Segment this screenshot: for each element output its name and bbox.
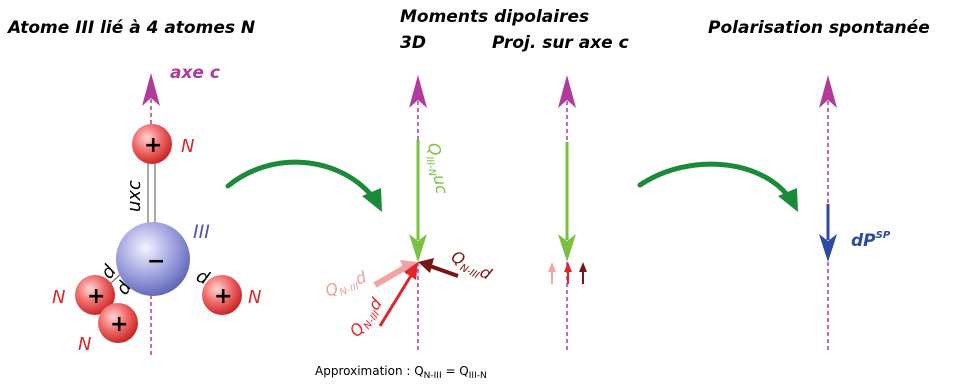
q-green-label: QIII-Nuc bbox=[421, 141, 452, 196]
plus-sign-top: + bbox=[144, 133, 162, 158]
title-left: Atome III lié à 4 atomes N bbox=[6, 18, 255, 38]
approximation-text: Approximation : QN-III = QIII-N bbox=[315, 364, 487, 381]
transition-arrow-2 bbox=[637, 161, 798, 212]
plus-sign-right: + bbox=[214, 284, 232, 309]
title-3d: 3D bbox=[400, 33, 426, 53]
n-label-front: N bbox=[78, 334, 91, 355]
c-axis-arrowhead bbox=[142, 73, 160, 106]
q-red-label: QN-IIId bbox=[346, 294, 389, 342]
q-red-arrow bbox=[378, 273, 414, 327]
middle-3d-panel: QIII-Nuc QN-IIId QN-IIId QN-IIId bbox=[322, 75, 495, 352]
n-atom-front bbox=[98, 303, 138, 343]
title-proj: Proj. sur axe c bbox=[492, 33, 629, 53]
plus-sign-left: + bbox=[87, 284, 105, 309]
n-atom-left bbox=[75, 275, 115, 315]
transition-arrow-1 bbox=[225, 159, 382, 212]
left-panel: axe c − III + N + N + N + N uxc d d d bbox=[52, 63, 261, 355]
c-axis-right-arrowhead bbox=[819, 75, 837, 108]
title-middle: Moments dipolaires bbox=[400, 7, 589, 27]
bond-label-uxc: uxc bbox=[124, 180, 145, 212]
n-label-top: N bbox=[181, 136, 194, 157]
c-axis-3d-arrowhead bbox=[409, 75, 427, 108]
n-atom-right bbox=[202, 275, 242, 315]
c-axis-proj-arrowhead bbox=[558, 75, 576, 108]
q-dark-arrow bbox=[429, 264, 459, 278]
axe-c-label: axe c bbox=[170, 63, 220, 83]
q-dark-label: QN-IIId bbox=[447, 247, 496, 287]
n-label-left: N bbox=[52, 287, 65, 308]
title-right: Polarisation spontanée bbox=[708, 18, 930, 38]
minus-sign: − bbox=[147, 249, 165, 274]
iii-atom bbox=[116, 222, 190, 296]
middle-proj-panel bbox=[548, 75, 587, 352]
right-panel: dPSP bbox=[819, 75, 891, 352]
plus-sign-front: + bbox=[110, 312, 128, 337]
n-label-right: N bbox=[248, 287, 261, 308]
n-atom-top bbox=[132, 124, 172, 164]
q-light-label: QN-IIId bbox=[322, 267, 371, 304]
q-light-arrow bbox=[373, 264, 408, 288]
dp-label: dPSP bbox=[851, 230, 891, 251]
iii-label: III bbox=[193, 221, 210, 243]
